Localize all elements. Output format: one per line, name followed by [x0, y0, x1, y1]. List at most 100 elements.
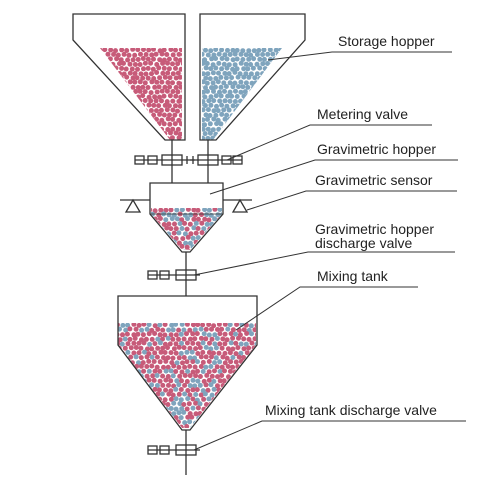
- material-particle: [136, 340, 142, 346]
- material-particle: [220, 249, 222, 250]
- material-particle: [124, 377, 130, 383]
- material-particle: [155, 248, 161, 250]
- material-particle: [100, 57, 103, 63]
- red-material-particles: [100, 48, 182, 140]
- material-particle: [190, 340, 196, 346]
- material-particle: [159, 391, 165, 397]
- material-particle: [213, 84, 218, 90]
- material-particle: [214, 121, 220, 127]
- material-particle: [151, 239, 156, 245]
- blue-material-particles: [202, 48, 282, 140]
- material-particle: [247, 419, 253, 425]
- material-particle: [195, 378, 201, 384]
- leader-mixing-tank-discharge-valve: [193, 420, 466, 451]
- material-particle: [191, 225, 197, 231]
- material-particle: [117, 71, 123, 76]
- material-particle: [169, 323, 175, 328]
- material-particle: [179, 340, 184, 346]
- material-particle: [184, 340, 190, 346]
- material-particle: [217, 415, 223, 421]
- material-particle: [132, 62, 138, 67]
- material-particle: [203, 48, 208, 53]
- material-particle: [172, 112, 178, 118]
- material-particle: [208, 364, 214, 369]
- material-particle: [178, 112, 182, 118]
- material-particle: [195, 341, 201, 347]
- material-particle: [106, 107, 111, 113]
- material-particle: [173, 406, 179, 412]
- material-particle: [176, 98, 182, 104]
- material-particle: [128, 382, 134, 388]
- material-particle: [185, 208, 191, 212]
- material-particle: [120, 424, 126, 428]
- material-particle: [181, 345, 187, 351]
- material-particle: [152, 323, 158, 329]
- mixing-tank-discharge-valve: [147, 444, 200, 456]
- material-particle: [128, 354, 134, 360]
- material-particle: [260, 89, 266, 95]
- material-particle: [187, 336, 193, 342]
- material-particle: [245, 93, 251, 99]
- material-particle: [192, 336, 198, 342]
- material-particle: [232, 387, 238, 393]
- material-particle: [209, 326, 214, 332]
- material-particle: [230, 411, 236, 416]
- material-particle: [249, 117, 255, 123]
- material-particle: [165, 70, 171, 76]
- material-particle: [203, 240, 209, 246]
- material-particle: [252, 336, 256, 342]
- label-mixing-tank-discharge-valve: Mixing tank discharge valve: [265, 402, 437, 418]
- material-particle: [190, 323, 196, 328]
- material-particle: [138, 345, 144, 351]
- material-particle: [103, 102, 109, 108]
- material-particle: [202, 216, 208, 222]
- leader-gravimetric-hopper-discharge-valve: [193, 251, 455, 276]
- material-particle: [148, 134, 154, 140]
- material-particle: [233, 405, 239, 411]
- material-particle: [222, 116, 228, 122]
- material-particle: [143, 126, 148, 132]
- material-particle: [273, 84, 279, 90]
- mixing-tank: [117, 295, 258, 431]
- material-particle: [128, 401, 134, 407]
- material-particle: [181, 355, 187, 360]
- material-particle: [209, 392, 215, 398]
- material-particle: [236, 374, 241, 379]
- material-particle: [247, 373, 253, 379]
- material-particle: [218, 84, 224, 90]
- material-particle: [231, 402, 237, 407]
- material-particle: [124, 102, 130, 108]
- material-particle: [249, 340, 255, 346]
- material-particle: [154, 364, 160, 370]
- material-particle: [249, 135, 255, 140]
- material-particle: [214, 411, 220, 417]
- material-particle: [110, 90, 116, 95]
- material-particle: [165, 374, 171, 379]
- material-particle: [264, 70, 270, 76]
- material-particle: [209, 354, 214, 360]
- material-particle: [190, 235, 196, 241]
- material-particle: [110, 135, 116, 140]
- material-particle: [264, 135, 270, 140]
- material-particle: [238, 405, 244, 411]
- material-particle: [151, 225, 153, 231]
- material-particle: [222, 70, 228, 76]
- material-particle: [127, 79, 133, 85]
- material-particle: [232, 135, 237, 140]
- material-particle: [156, 84, 162, 90]
- material-particle: [254, 425, 256, 428]
- material-particle: [228, 340, 234, 346]
- material-particle: [247, 401, 253, 407]
- label-gravimetric-hopper-discharge-valve-line1: Gravimetric hopper: [315, 221, 434, 237]
- material-particle: [146, 377, 152, 383]
- storage-hopper-right: [199, 13, 306, 141]
- material-particle: [145, 75, 151, 81]
- material-particle: [267, 85, 273, 91]
- material-particle: [168, 396, 174, 402]
- material-particle: [193, 230, 199, 236]
- material-particle: [276, 108, 282, 114]
- material-particle: [244, 350, 250, 356]
- material-particle: [221, 396, 227, 402]
- material-particle: [260, 61, 266, 67]
- material-particle: [124, 130, 130, 136]
